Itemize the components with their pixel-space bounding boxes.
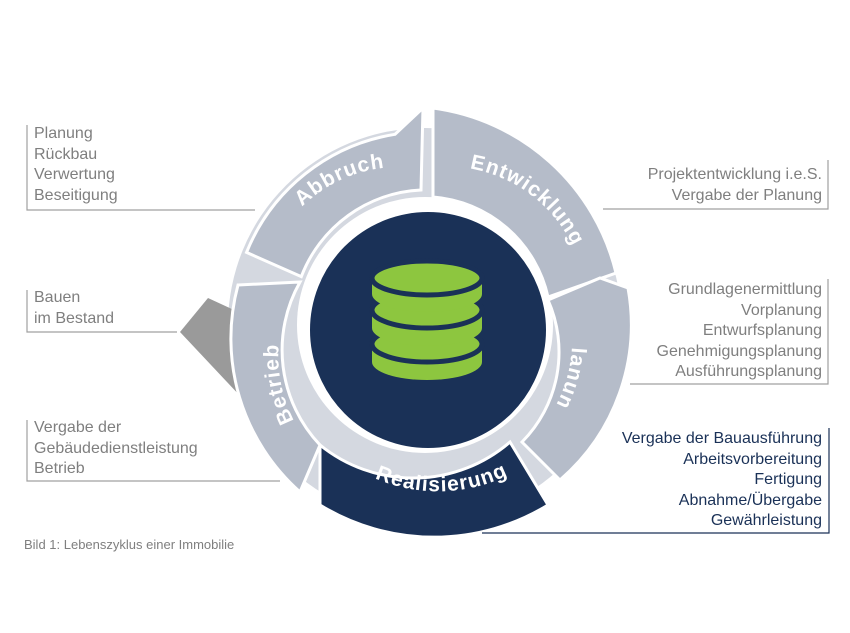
note-line: Vergabe der: [34, 419, 122, 436]
segment-betrieb[interactable]: [229, 280, 322, 495]
note-line: Fertigung: [754, 471, 822, 488]
note-line: Grundlagenermittlung: [668, 281, 822, 298]
note-line: Genehmigungsplanung: [656, 342, 822, 360]
note-line: Arbeitsvorbereitung: [683, 450, 822, 468]
note-line: Betrieb: [34, 460, 85, 477]
callout-bestand: [26, 290, 177, 333]
database-icon: [369, 258, 485, 380]
note-line: Abnahme/Übergabe: [678, 491, 822, 509]
note-line: Rückbau: [34, 145, 98, 163]
note-entwicklung: Projektentwicklung i.e.S. Vergabe der Pl…: [648, 165, 822, 206]
note-realisierung: Vergabe der Bauausführung Arbeitsvorbere…: [622, 429, 822, 532]
note-line: Vergabe der Bauausführung: [621, 430, 822, 447]
note-bestand: Bauen im Bestand: [34, 288, 114, 329]
note-line: Bauen: [34, 289, 81, 306]
note-line: Vorplanung: [741, 301, 822, 319]
callout-entwicklung: [603, 160, 829, 210]
note-line: Projektentwicklung i.e.S.: [647, 166, 822, 183]
note-line: Planung: [34, 125, 93, 142]
segment-abbruch[interactable]: [244, 104, 425, 279]
callout-betrieb: [26, 420, 280, 482]
note-line: Vergabe der Planung: [671, 186, 822, 204]
callout-abbruch: [26, 125, 255, 211]
note-planung: Grundlagenermittlung Vorplanung Entwurfs…: [657, 280, 822, 383]
note-betrieb: Vergabe der Gebäudedienstleistung Betrie…: [34, 418, 198, 480]
figure-caption: Bild 1: Lebenszyklus einer Immobilie: [24, 537, 235, 552]
callout-realisierung: [482, 428, 830, 534]
note-line: Beseitigung: [34, 186, 118, 204]
segment-entwicklung[interactable]: [431, 106, 618, 299]
note-line: Verwertung: [34, 166, 115, 183]
note-abbruch: Planung Rückbau Verwertung Beseitigung: [34, 124, 118, 206]
note-line: Entwurfsplanung: [702, 322, 822, 339]
segment-planung[interactable]: [519, 276, 633, 483]
note-line: Gewährleistung: [710, 512, 822, 529]
callout-planung: [630, 279, 829, 385]
note-line: Gebäudedienstleistung: [34, 439, 198, 457]
note-line: im Bestand: [34, 309, 115, 327]
segment-realisierung[interactable]: [318, 439, 551, 539]
note-line: Ausführungsplanung: [675, 363, 822, 380]
